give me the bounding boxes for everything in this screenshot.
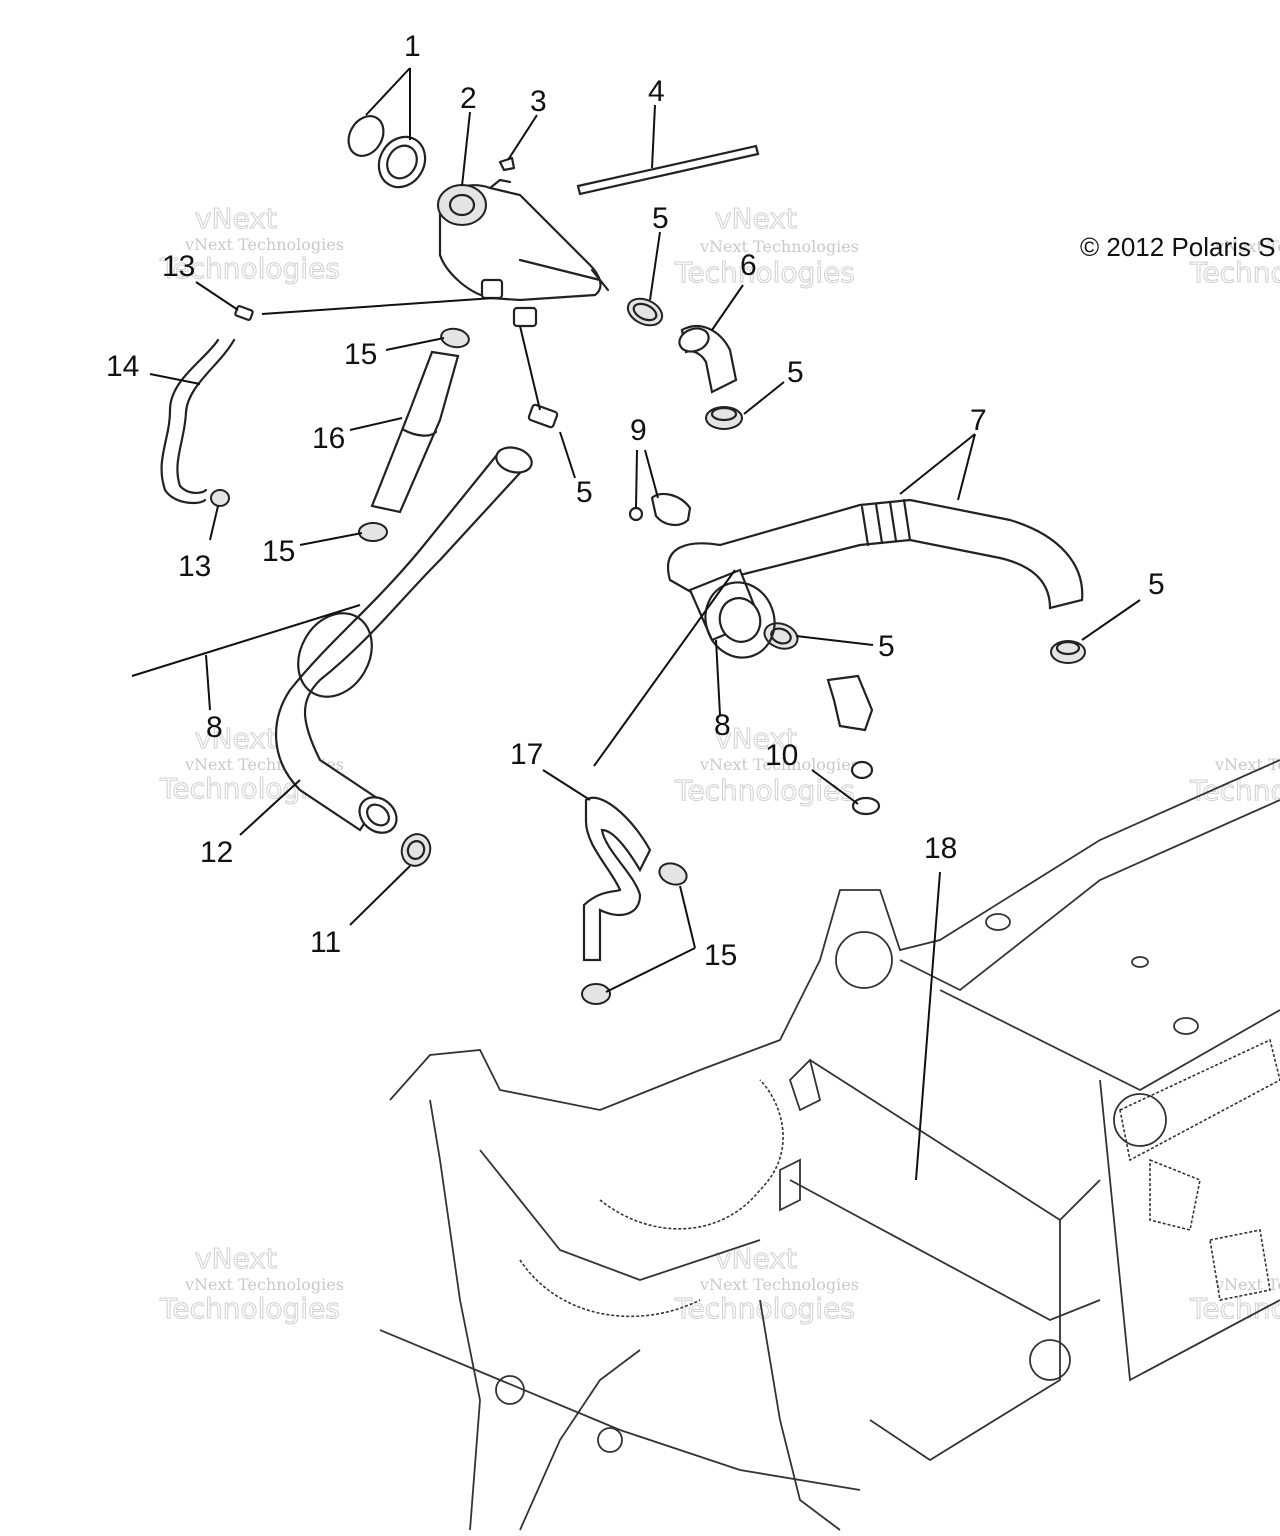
callout-17: 17: [510, 738, 543, 771]
part-15-clamp: [358, 522, 388, 542]
part-5-clamp: [705, 406, 743, 430]
part-9-bracket: [628, 492, 692, 526]
part-11-clamp: [400, 833, 432, 867]
callout-5: 5: [787, 356, 804, 389]
watermark-vnext: vNext: [715, 1242, 797, 1275]
callout-7: 7: [970, 404, 987, 437]
part-18-chassis-frame: [379, 759, 1280, 1531]
copyright-text: © 2012 Polaris S: [1080, 232, 1275, 262]
watermark-line: vNext Technologies: [1214, 237, 1280, 256]
callout-15: 15: [262, 535, 295, 568]
part-4-vent-tube: [576, 144, 760, 196]
watermark-vnext: vNext: [195, 722, 277, 755]
watermark-line: vNext Technologies: [699, 1275, 859, 1294]
watermark-group: vNext vNext Technologies Technologies vN…: [159, 202, 1280, 1326]
part-2-coolant-bottle: [437, 178, 610, 328]
callout-13: 13: [162, 250, 195, 283]
callout-9: 9: [630, 414, 647, 447]
callout-6: 6: [740, 249, 757, 282]
part-15-clamp: [440, 327, 470, 349]
callout-5: 5: [1148, 568, 1165, 601]
callout-2: 2: [460, 82, 477, 115]
callout-4: 4: [648, 75, 665, 108]
callout-1: 1: [404, 30, 421, 63]
callout-11: 11: [310, 926, 341, 959]
watermark-vnext: vNext: [715, 722, 797, 755]
part-1-cap-and-seal: [347, 115, 427, 189]
callout-13: 13: [178, 550, 211, 583]
watermark-line: vNext Technologies: [1214, 755, 1280, 774]
callout-12: 12: [200, 836, 233, 869]
callout-8: 8: [206, 711, 223, 744]
callout-3: 3: [530, 85, 547, 118]
watermark-tech: Technologies: [674, 256, 855, 289]
part-3-clip: [498, 156, 516, 172]
callout-10: 10: [765, 739, 798, 772]
callout-8: 8: [714, 709, 731, 742]
part-10-thermostat-housing: [826, 674, 881, 816]
watermark-line: vNext Technologies: [699, 237, 859, 256]
part-16-upper-hose: [370, 350, 460, 514]
watermark-vnext: vNext: [195, 1242, 277, 1275]
part-5-clamp: [626, 297, 664, 327]
part-5-clamp: [763, 622, 799, 650]
watermark-line: vNext Technologies: [699, 755, 859, 774]
part-5-clamp: [1050, 640, 1086, 664]
callout-5: 5: [576, 476, 593, 509]
watermark-vnext: vNext: [195, 202, 277, 235]
part-8-pipe-stub-right: [593, 568, 776, 767]
callout-15: 15: [344, 338, 377, 371]
watermark-line: vNext Technologies: [1214, 1275, 1280, 1294]
part-13-fitting: [234, 305, 254, 321]
part-17-s-hose: [582, 796, 652, 962]
part-13-fitting: [210, 489, 230, 507]
watermark-line: vNext Technologies: [184, 1275, 344, 1294]
leader-lines: [149, 67, 1141, 1181]
part-15-clamp: [658, 862, 688, 886]
watermark-tech: Technologies: [1189, 256, 1280, 289]
part-6-elbow-hose: [678, 325, 738, 394]
callout-14: 14: [106, 350, 139, 383]
part-14-small-hose: [160, 338, 236, 505]
watermark-tech: Technologies: [674, 1292, 855, 1325]
part-5-clamp: [527, 403, 559, 429]
watermark-line: vNext Technologies: [184, 235, 344, 254]
part-8-seal-left: [131, 604, 373, 698]
callout-labels: 1 2 3 4 5 6 5 7 9 5 5 5 8 10 13 14 15 16…: [106, 30, 1165, 972]
part-15-clamp: [581, 983, 611, 1005]
callout-5: 5: [878, 630, 895, 663]
callout-18: 18: [924, 832, 957, 865]
callout-16: 16: [312, 422, 345, 455]
watermark-tech: Technologies: [159, 252, 340, 285]
watermark-tech: Technologies: [1189, 774, 1280, 807]
callout-15: 15: [704, 939, 737, 972]
watermark-vnext: vNext: [715, 202, 797, 235]
watermark-tech: Technologies: [674, 774, 855, 807]
part-12-lower-hose: [274, 446, 533, 834]
watermark-tech: Technologies: [159, 1292, 340, 1325]
callout-5: 5: [652, 202, 669, 235]
